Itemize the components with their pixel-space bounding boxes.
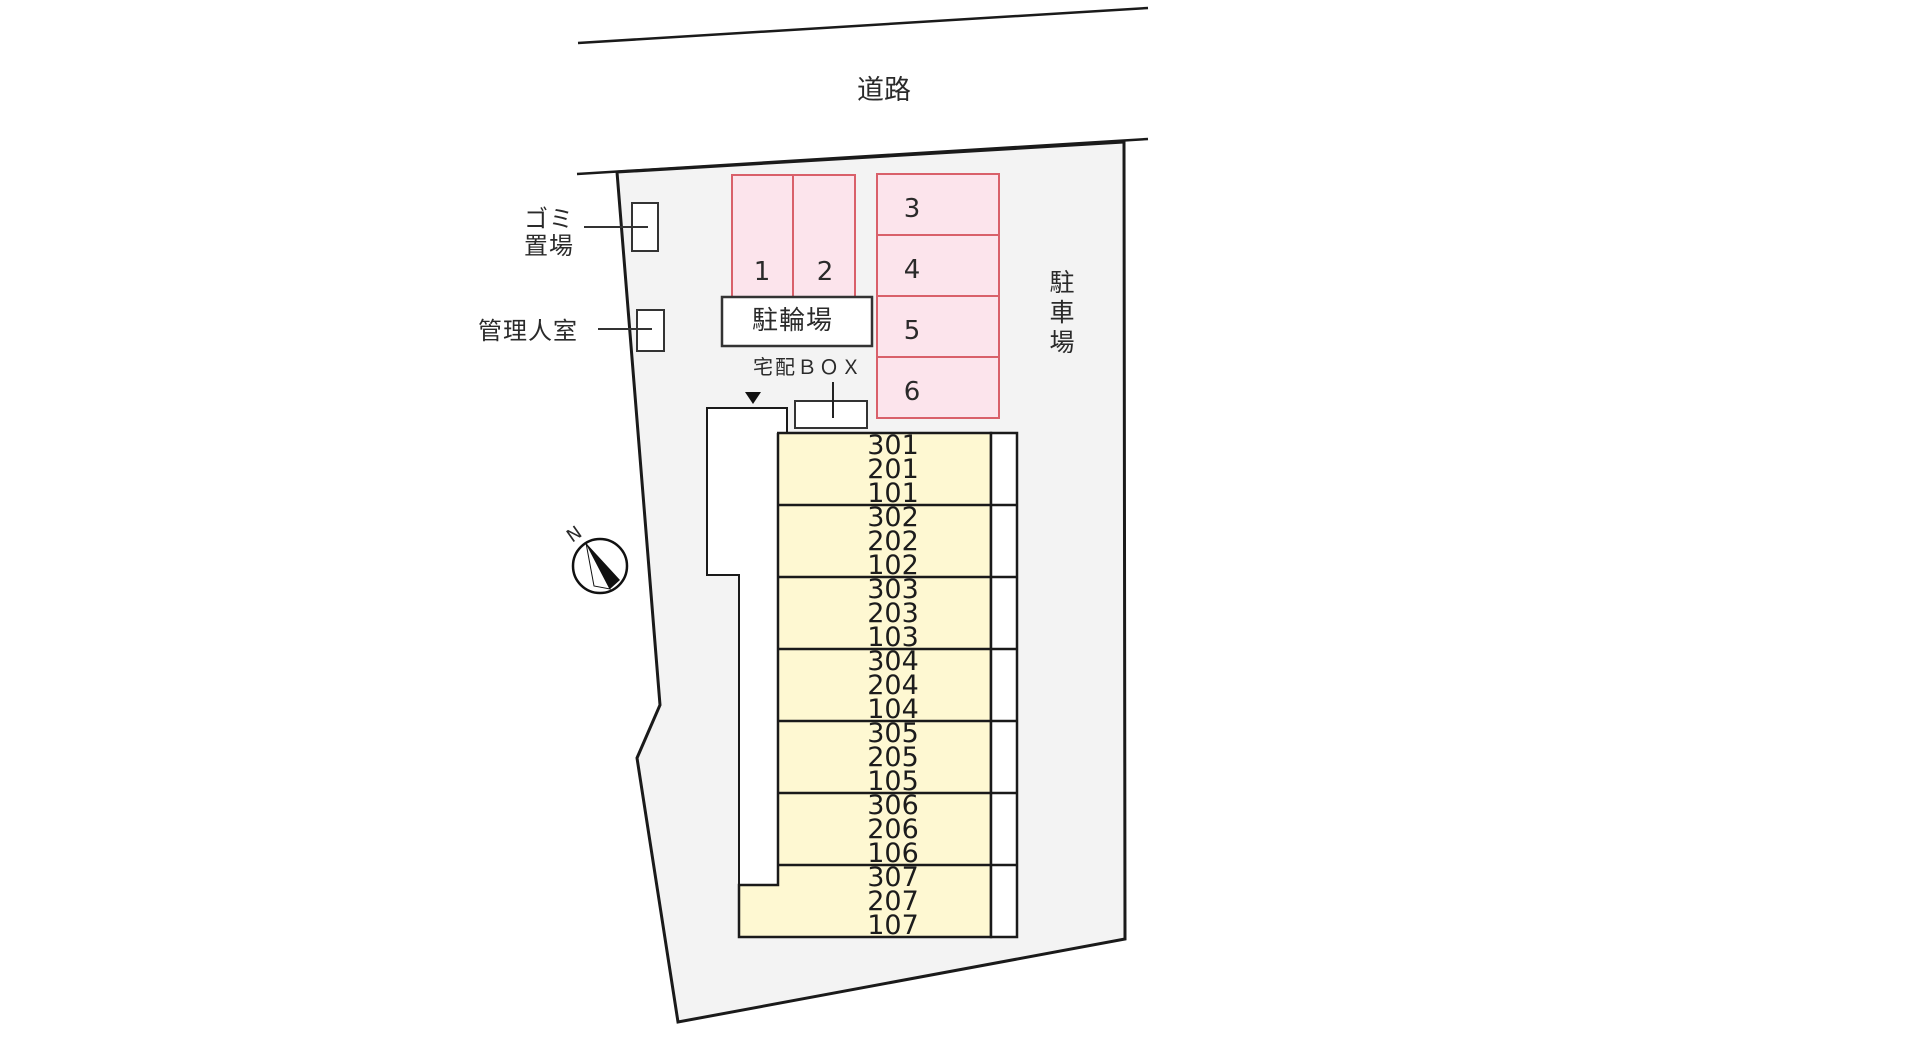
parking-area-label: 駐車場 [1049,268,1075,357]
unit-104: 104 [867,694,919,725]
unit-306: 306 [867,790,919,821]
unit-105: 105 [867,766,919,797]
delivery-box-label: 宅配ＢＯＸ [753,355,863,379]
manager-room-box [636,309,665,352]
unit-102: 102 [867,550,919,581]
unit-307: 307 [867,862,919,893]
bicycle-parking-label: 駐輪場 [752,306,834,336]
unit-107: 107 [867,910,919,941]
road-edge-top [577,6,1149,45]
parking-slot-4-number: 4 [903,255,921,285]
parking-slot-3-number: 3 [903,194,921,224]
unit-row-2: 302 202 102 [833,502,953,581]
unit-205: 205 [867,742,919,773]
unit-201: 201 [867,454,919,485]
unit-204: 204 [867,670,919,701]
parking-slot-6-number: 6 [903,377,921,407]
unit-101: 101 [867,478,919,509]
unit-203: 203 [867,598,919,629]
parking-slot-4 [876,234,1000,297]
garbage-label-line1: ゴミ [524,205,574,233]
unit-103: 103 [867,622,919,653]
unit-207: 207 [867,886,919,917]
unit-row-6: 306 206 106 [833,790,953,869]
parking-slot-5 [876,295,1000,358]
garbage-label-line2: 置場 [524,232,574,260]
parking-slot-2 [792,174,856,298]
balcony-strip [989,431,1019,939]
unit-202: 202 [867,526,919,557]
unit-305: 305 [867,718,919,749]
parking-slot-3 [876,173,1000,236]
unit-301: 301 [867,430,919,461]
manager-room-label: 管理人室 [478,317,578,345]
parking-slot-6 [876,356,1000,419]
road-label: 道路 [857,75,911,106]
entrance-marker-icon [745,392,761,404]
unit-row-dividers [777,503,1017,867]
unit-303: 303 [867,574,919,605]
unit-304: 304 [867,646,919,677]
unit-row-4: 304 204 104 [833,646,953,725]
unit-206: 206 [867,814,919,845]
unit-302: 302 [867,502,919,533]
unit-row-3: 303 203 103 [833,574,953,653]
unit-row-7: 307 207 107 [833,862,953,941]
parking-slot-2-number: 2 [816,257,834,287]
unit-106: 106 [867,838,919,869]
unit-row-1: 301 201 101 [833,430,953,509]
parking-slot-5-number: 5 [903,316,921,346]
delivery-box [794,400,868,429]
north-compass-icon [571,537,629,595]
unit-row-5: 305 205 105 [833,718,953,797]
garbage-area-label: ゴミ 置場 [524,206,574,260]
bicycle-parking-box [720,295,874,348]
parking-slot-1-number: 1 [753,257,771,287]
